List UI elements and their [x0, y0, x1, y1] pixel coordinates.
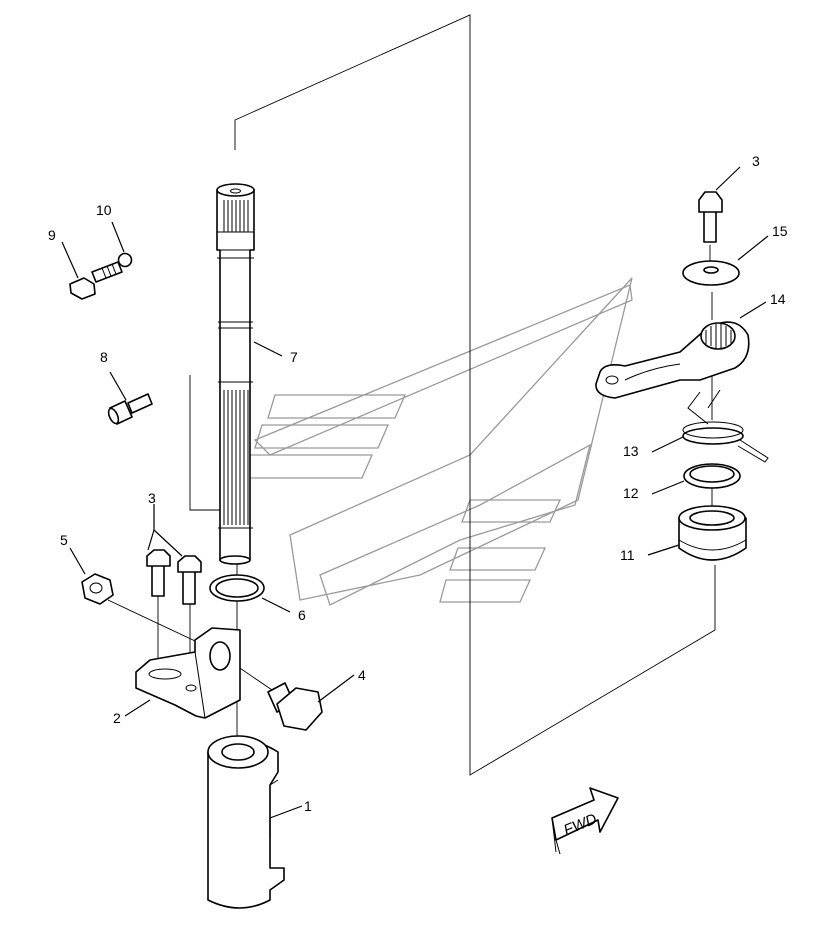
- part-2-bracket: [135, 627, 241, 719]
- part-15-washer: [682, 260, 740, 286]
- callout-3-right: 3: [752, 153, 760, 169]
- forward-direction-arrow: FWD: [551, 787, 619, 855]
- part-14-lever-arm: [595, 321, 750, 399]
- part-13-spring: [682, 389, 769, 463]
- callout-7: 7: [290, 349, 298, 365]
- callout-4: 4: [358, 667, 366, 683]
- callout-10: 10: [96, 202, 112, 218]
- callout-15: 15: [772, 223, 788, 239]
- callout-11: 11: [620, 547, 635, 563]
- callout-6: 6: [298, 607, 306, 623]
- part-1-housing: [207, 735, 285, 909]
- callout-3-left: 3: [148, 490, 156, 506]
- part-12-ring: [683, 463, 741, 489]
- callout-1: 1: [304, 798, 312, 814]
- part-3-bolts: [146, 549, 202, 605]
- callout-14: 14: [770, 291, 786, 307]
- part-3-bolt-right: [698, 191, 723, 243]
- callout-13: 13: [623, 443, 639, 459]
- callouts: 9 10 8 7 3 5 6 2 4 1 3 15 14 13 12 11: [48, 153, 788, 814]
- part-4-plug: [267, 682, 323, 731]
- part-11-bushing: [678, 505, 747, 561]
- callout-12: 12: [623, 485, 639, 501]
- callout-9: 9: [48, 227, 56, 243]
- callout-2: 2: [113, 710, 121, 726]
- callout-8: 8: [100, 349, 108, 365]
- callout-5: 5: [60, 532, 68, 548]
- watermark-logo: [242, 277, 633, 606]
- part-8-cap-screw: [107, 393, 153, 425]
- part-5-nut: [81, 573, 114, 605]
- leader-lines: [61, 166, 769, 838]
- part-6-o-ring: [209, 574, 265, 602]
- part-9-bolt: [69, 261, 123, 300]
- part-7-splined-shaft: [216, 183, 255, 565]
- part-10-ball: [117, 252, 133, 268]
